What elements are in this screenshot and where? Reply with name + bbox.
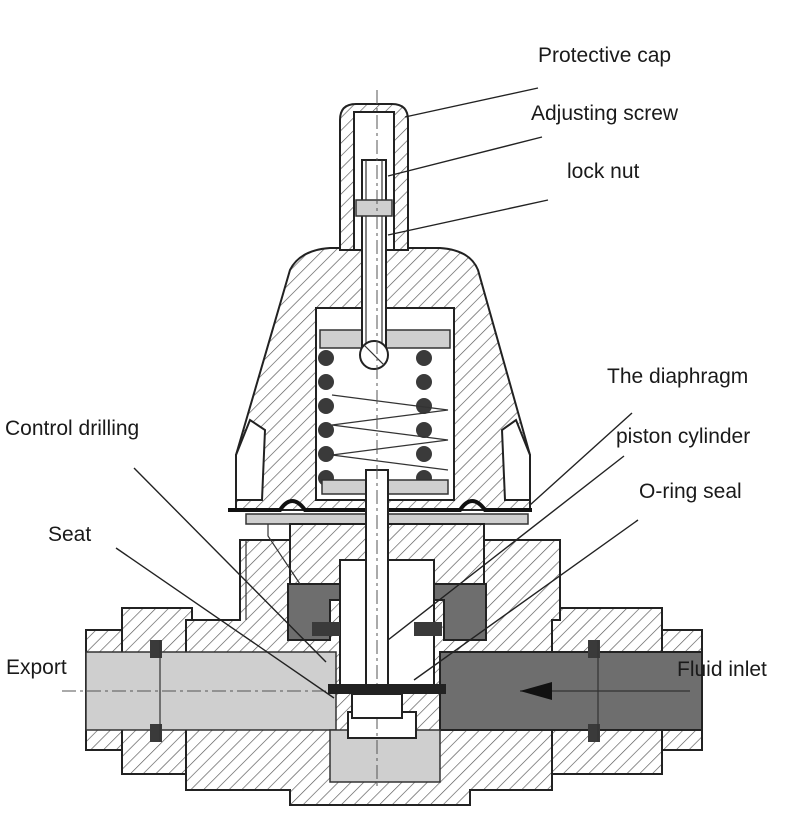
spring-coil — [416, 374, 432, 390]
label-protective-cap: Protective cap — [538, 44, 671, 67]
spring-coil — [416, 350, 432, 366]
label-export: Export — [6, 656, 67, 679]
spring-coil — [318, 446, 334, 462]
label-control-drilling: Control drilling — [5, 417, 139, 440]
spring-coil — [318, 350, 334, 366]
leader-adjusting-screw — [387, 136, 543, 177]
label-o-ring-seal: O-ring seal — [639, 480, 742, 503]
adjusting-screw — [355, 159, 393, 370]
label-piston-cylinder: piston cylinder — [616, 425, 750, 448]
leader-control-drilling — [133, 467, 327, 663]
label-adjusting-screw: Adjusting screw — [531, 102, 679, 125]
leader-piston-cylinder — [387, 455, 625, 641]
label-seat: Seat — [48, 523, 91, 546]
spring-coil — [416, 398, 432, 414]
spring-coil — [416, 446, 432, 462]
labels: Protective cap Adjusting screw lock nut … — [5, 44, 767, 681]
leader-diaphragm — [529, 412, 633, 506]
label-fluid-inlet: Fluid inlet — [677, 658, 767, 681]
leader-protective-cap — [404, 87, 539, 118]
spring-coil — [318, 422, 334, 438]
spring-coil — [318, 398, 334, 414]
label-lock-nut: lock nut — [567, 160, 640, 183]
leader-o-ring-seal — [413, 519, 639, 681]
leader-seat — [115, 547, 335, 699]
piston-assembly — [245, 90, 487, 790]
leader-lines — [115, 87, 639, 699]
spring-coil — [318, 374, 334, 390]
leader-lock-nut — [387, 199, 549, 236]
label-diaphragm: The diaphragm — [607, 365, 748, 388]
spring-coil — [416, 422, 432, 438]
